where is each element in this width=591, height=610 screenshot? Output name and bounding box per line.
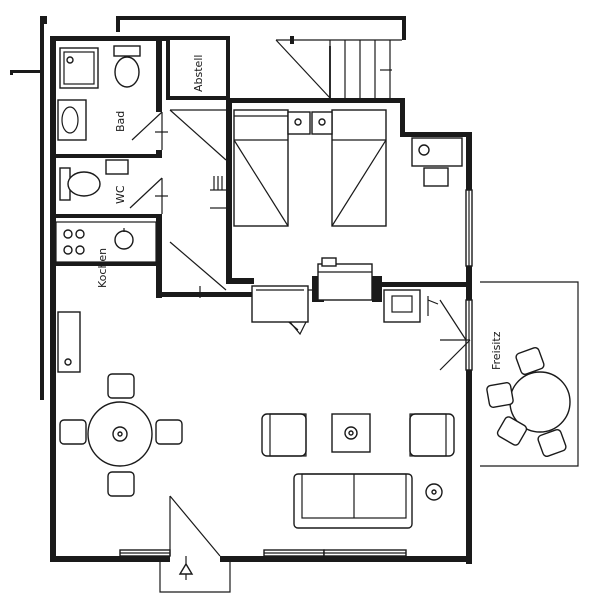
living-area bbox=[261, 413, 455, 529]
terrace bbox=[480, 281, 579, 467]
corridor-doors bbox=[169, 109, 227, 298]
entrance bbox=[159, 299, 471, 593]
room-labels: Bad WC Abstell Kochen Freisitz bbox=[96, 55, 503, 370]
room-label-wc: WC bbox=[114, 185, 127, 204]
room-label-abstell: Abstell bbox=[192, 55, 205, 92]
room-label-bad: Bad bbox=[114, 111, 127, 132]
staircase bbox=[275, 39, 402, 99]
bathroom-fixtures bbox=[57, 45, 141, 201]
bath-doors bbox=[129, 111, 168, 214]
room-label-freisitz: Freisitz bbox=[490, 331, 503, 370]
dining-area bbox=[59, 373, 183, 497]
kitchen bbox=[55, 221, 157, 373]
hall-furniture bbox=[251, 285, 439, 336]
bedroom bbox=[233, 109, 463, 331]
windows bbox=[119, 189, 473, 557]
room-label-kochen: Kochen bbox=[96, 248, 109, 288]
